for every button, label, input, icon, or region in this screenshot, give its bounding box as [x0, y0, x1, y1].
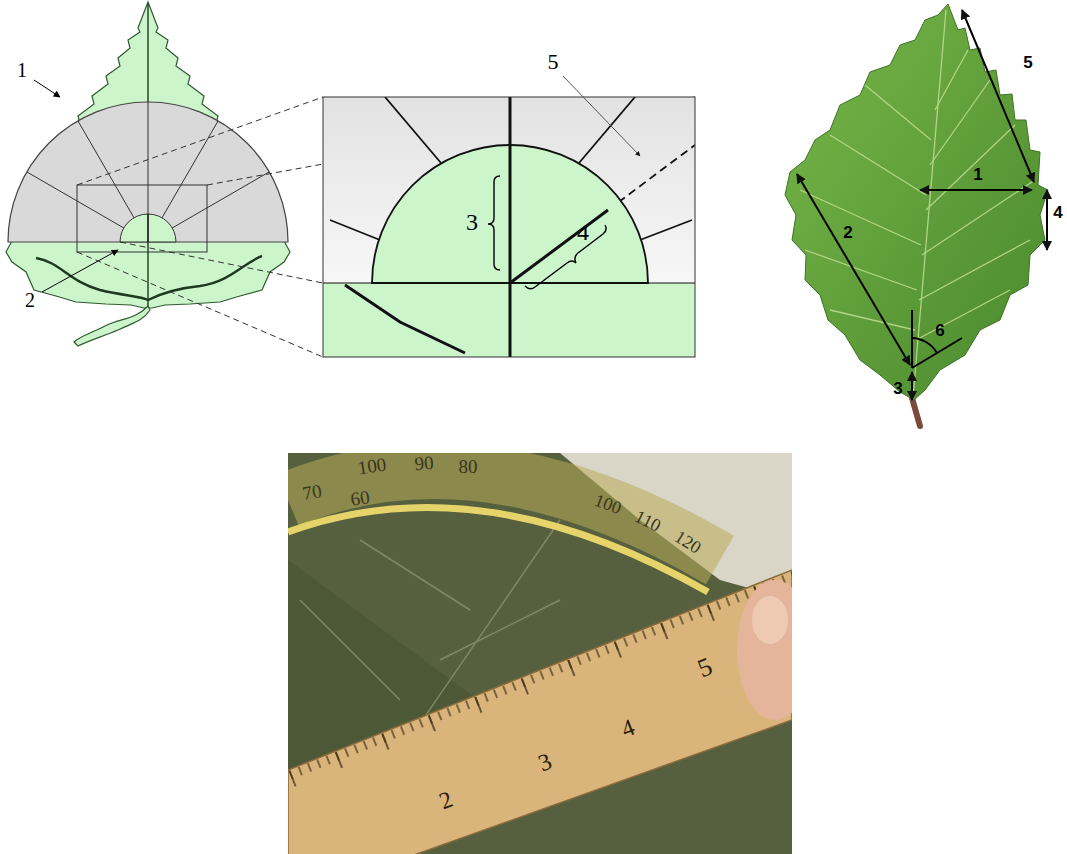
ruler-number: 4: [618, 715, 638, 742]
measure-number: 5: [1023, 54, 1032, 71]
measure-number: 2: [843, 224, 852, 241]
protractor-scale: 90: [414, 453, 434, 473]
callout-number: 5: [548, 51, 559, 73]
callout-number: 1: [17, 60, 27, 80]
protractor-scale: 70: [301, 481, 323, 503]
leaf-schematic: [6, 2, 290, 346]
ruler-number: 5: [694, 654, 716, 683]
protractor-scale: 80: [459, 457, 478, 476]
magnified-panel: [323, 97, 695, 357]
measure-number: 1: [973, 166, 982, 183]
leaf-photo: [785, 4, 1048, 426]
protractor-scale: 60: [349, 487, 370, 508]
measure-number: 3: [893, 380, 902, 397]
ruler-number: 3: [535, 749, 555, 776]
measure-number: 6: [935, 322, 944, 339]
callout-number: 4: [577, 220, 589, 244]
zoom-lines: [77, 97, 695, 357]
leader-line: [563, 76, 640, 156]
protractor-scale: 110: [632, 507, 664, 535]
protractor-scale: 120: [672, 527, 704, 557]
callout-number: 3: [466, 210, 478, 234]
protractor-scale: 100: [357, 455, 388, 478]
ruler-number: 2: [436, 787, 456, 814]
measure-number: 4: [1053, 204, 1062, 221]
protractor-ruler-photo: [288, 453, 792, 854]
callout-number: 2: [25, 290, 35, 310]
protractor-scale: 100: [592, 491, 624, 517]
